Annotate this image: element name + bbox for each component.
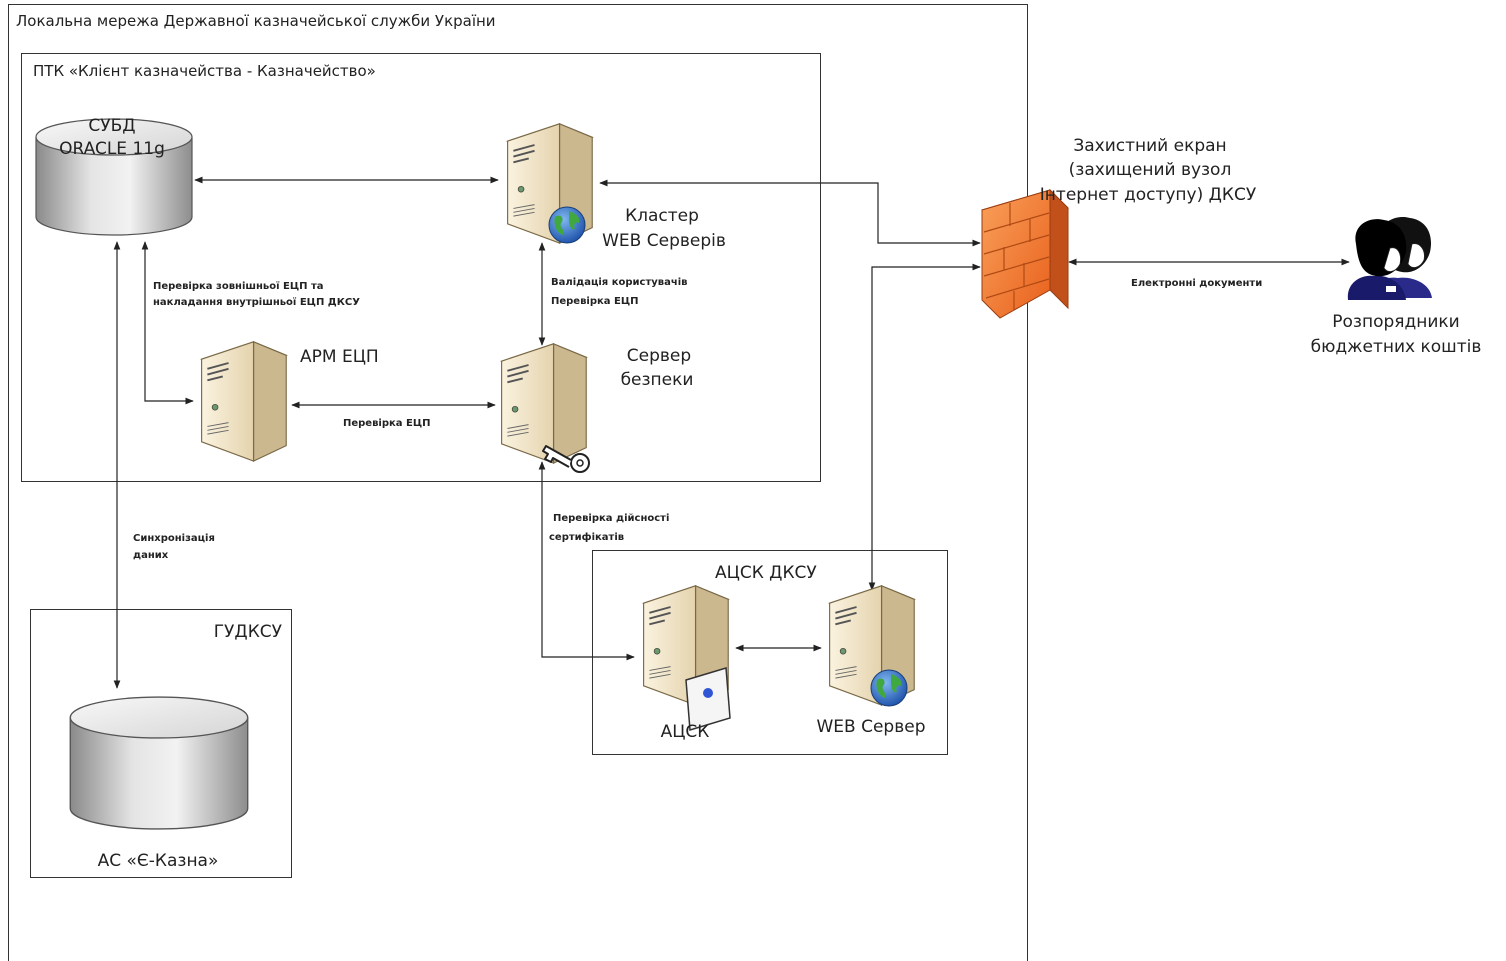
label-edocs: Електронні документи <box>1131 278 1262 289</box>
oracle-label-1: СУБД <box>88 116 135 136</box>
atsk-label: АЦСК <box>661 722 710 742</box>
firewall-icon <box>981 188 1069 319</box>
label-check-ext-ecp-2: накладання внутрішньої ЕЦП ДКСУ <box>153 296 360 308</box>
web-server-icon <box>828 584 916 707</box>
label-check-ext-ecp-1: Перевірка зовнішньої ЕЦП та <box>153 280 324 292</box>
label-validation-2: Перевірка ЕЦП <box>551 296 639 307</box>
security-label-2: безпеки <box>621 370 694 390</box>
label-validation-1: Валідація користувачів <box>551 277 687 288</box>
globe-icon <box>548 206 586 244</box>
ptk-container <box>21 53 821 482</box>
label-sync-2: даних <box>133 550 169 561</box>
edge-security-atsk <box>538 461 635 661</box>
atsk-dksu-title: АЦСК ДКСУ <box>715 563 817 583</box>
security-label-1: Сервер <box>627 346 691 366</box>
firewall-label-1: Захистний екран <box>1073 136 1226 156</box>
gudksu-container <box>30 609 292 878</box>
users-label-2: бюджетних коштів <box>1311 337 1482 357</box>
label-cert-2: сертифікатів <box>549 531 624 543</box>
cluster-label-2: WEB Серверів <box>602 231 726 251</box>
atsk-server-icon <box>642 584 731 731</box>
key-icon <box>542 445 590 473</box>
oracle-label-2: ORACLE 11g <box>59 139 165 159</box>
lan-container <box>8 4 1028 961</box>
gudksu-title: ГУДКСУ <box>214 622 283 642</box>
ekazna-db-icon <box>69 696 249 830</box>
oracle-db-icon <box>35 118 193 236</box>
cluster-label-1: Кластер <box>625 206 699 226</box>
edge-firewall-web <box>868 263 981 591</box>
label-check-ecp: Перевірка ЕЦП <box>343 418 431 429</box>
label-sync-1: Синхронізація <box>133 533 215 544</box>
firewall-label-2: (захищений вузол <box>1069 160 1232 180</box>
security-server-icon <box>500 342 590 473</box>
certificate-icon <box>685 667 731 731</box>
ekazna-label: АС «Є-Казна» <box>98 851 219 871</box>
label-cert-1: Перевірка дійсності <box>553 513 669 524</box>
cluster-server-icon <box>506 122 594 245</box>
arm-server-icon <box>200 340 288 463</box>
globe-icon <box>870 669 908 707</box>
firewall-label-3: Інтернет доступу) ДКСУ <box>1040 185 1257 205</box>
edge-oracle-arm <box>141 241 194 405</box>
ptk-title: ПТК «Клієнт казначейства - Казначейство» <box>33 62 376 80</box>
lan-title: Локальна мережа Державної казначейської … <box>16 12 496 30</box>
users-icon <box>1347 216 1432 300</box>
edge-cluster-firewall <box>599 179 981 247</box>
users-label-1: Розпорядники <box>1332 312 1459 332</box>
web-server-label: WEB Сервер <box>816 717 925 737</box>
arm-label: АРМ ЕЦП <box>300 347 379 367</box>
